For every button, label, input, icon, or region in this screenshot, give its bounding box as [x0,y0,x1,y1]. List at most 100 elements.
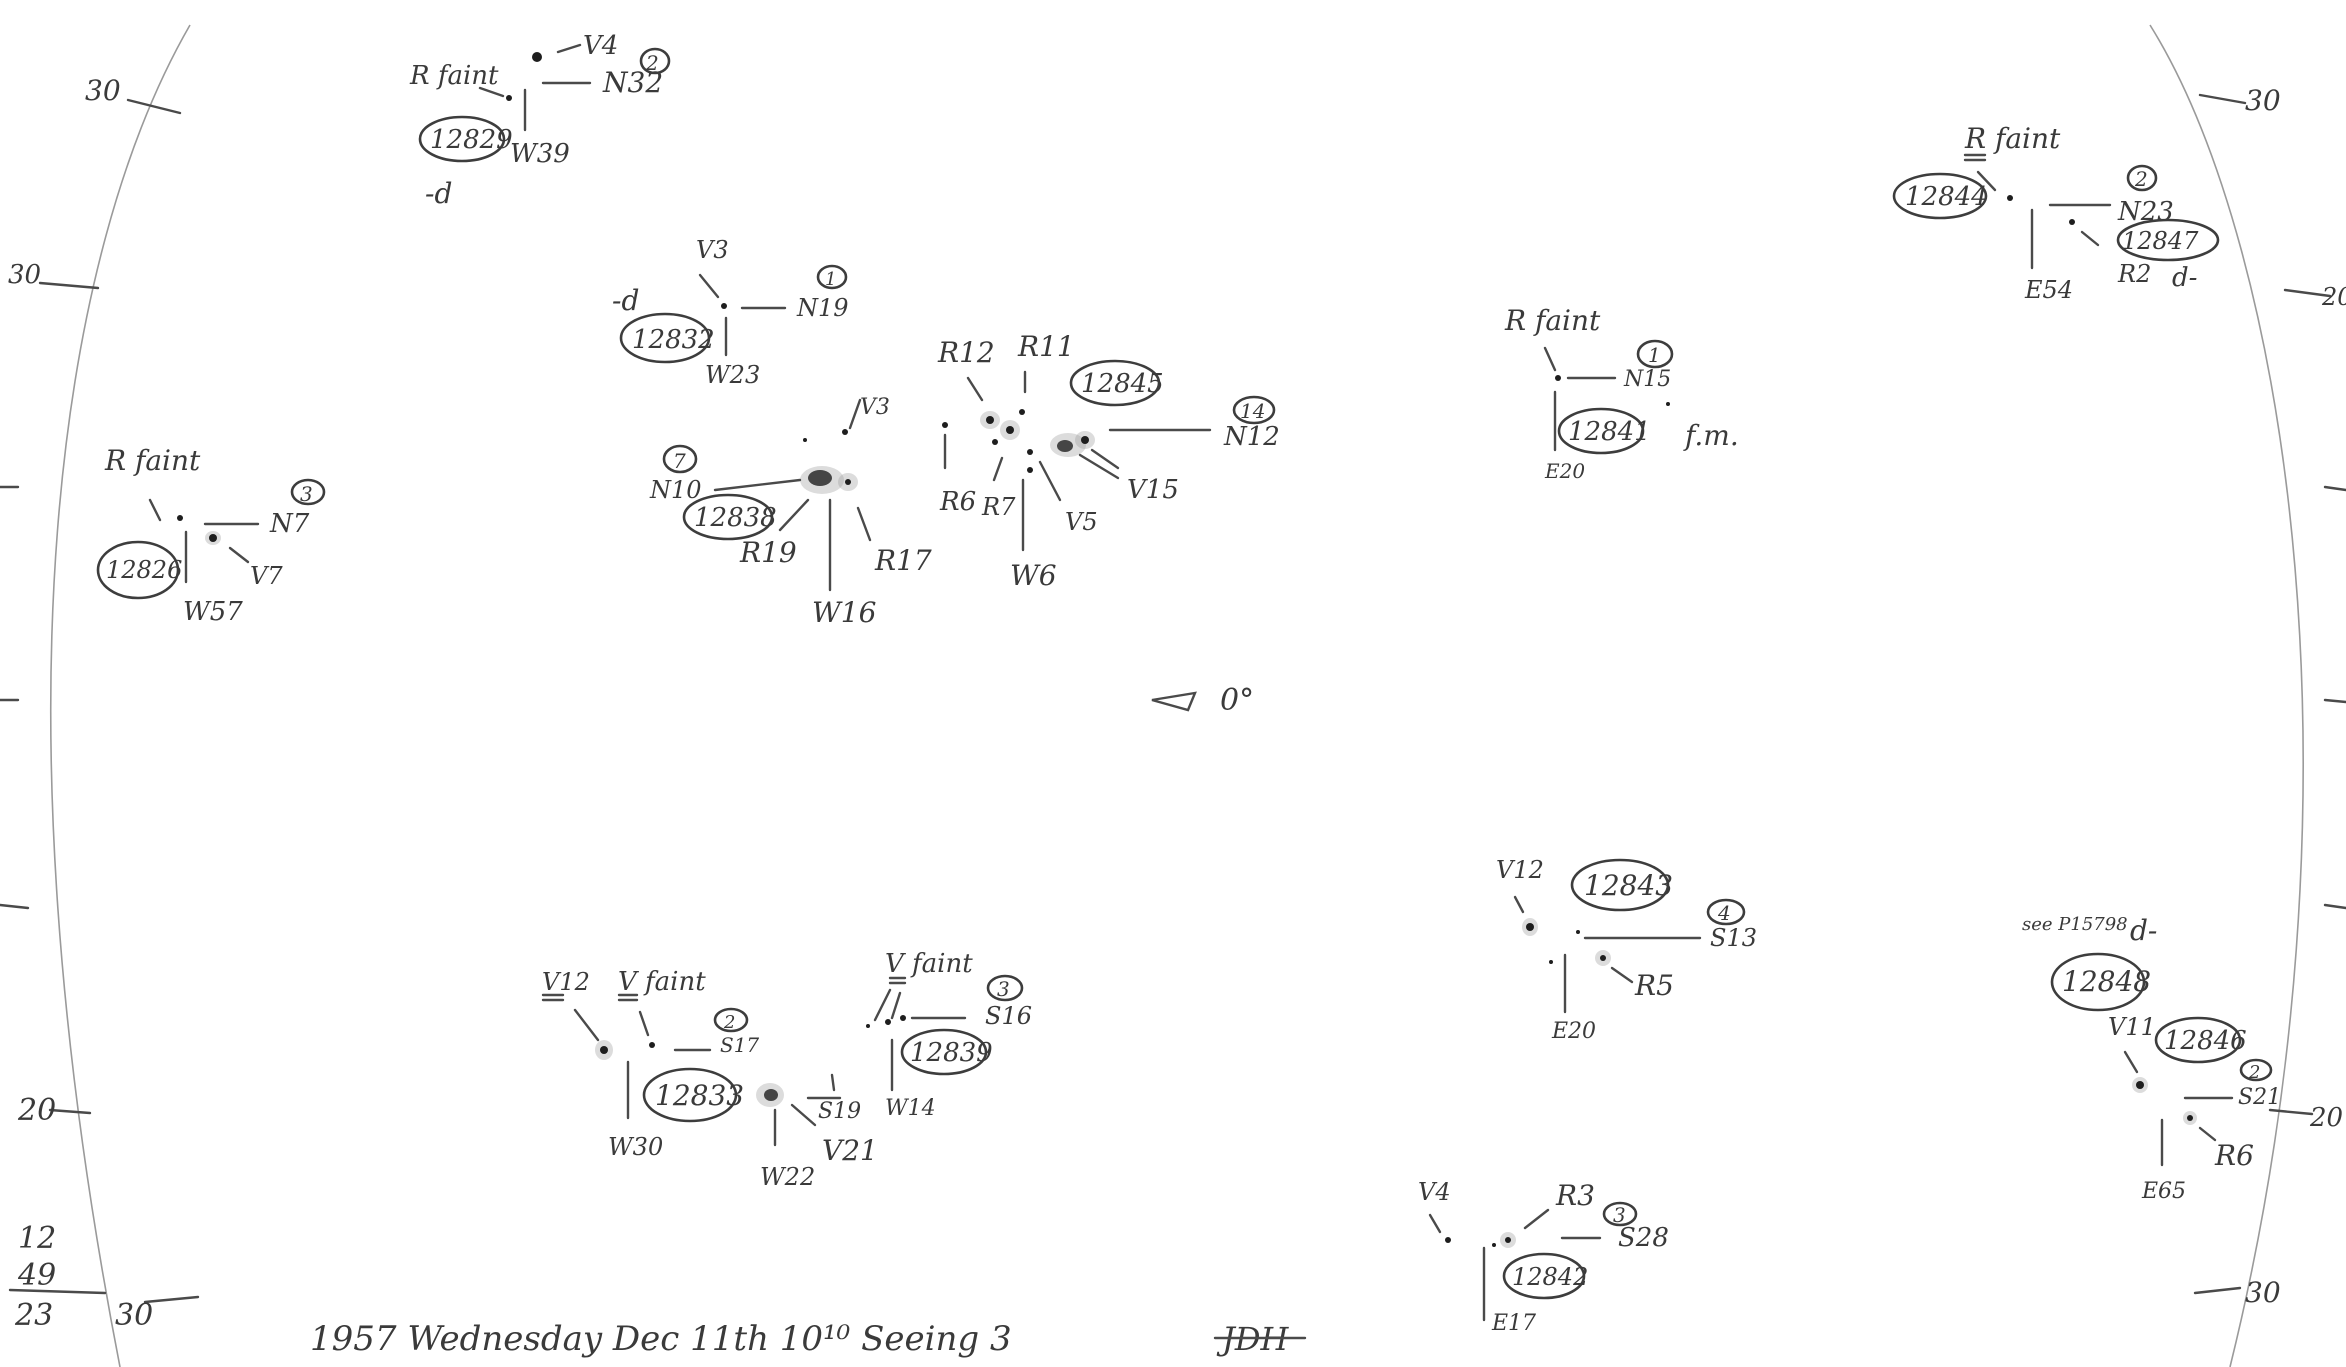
svg-text:R17: R17 [874,544,932,577]
svg-text:14: 14 [1240,399,1265,423]
svg-text:W16: W16 [812,596,876,629]
group-id: 12838 [694,503,777,533]
svg-text:R faint: R faint [1504,304,1601,337]
tick-label-30: 30 [2245,1276,2281,1309]
svg-text:V5: V5 [1065,508,1098,536]
svg-text:d-: d- [2130,914,2157,947]
margin-ticks: 30 30 20 30 30 20 20 30 [0,74,2346,1333]
svg-text:R faint: R faint [409,61,499,91]
svg-text:N7: N7 [269,509,310,539]
svg-text:2: 2 [645,51,659,75]
svg-text:E65: E65 [2141,1179,2186,1204]
svg-text:V15: V15 [1127,475,1179,505]
group-id: 12847 [2122,227,2199,255]
field-circle [49,24,2304,1367]
group-12832: V3 N19 1 12832 W23 -d [612,236,849,389]
svg-text:W39: W39 [510,139,570,169]
svg-text:N32: N32 [602,66,663,99]
tick-label-30: 30 [85,74,121,107]
svg-text:E20: E20 [1551,1019,1596,1044]
svg-text:R6: R6 [939,487,976,517]
group-12845: R12 R11 12845 14 N12 R6 R7 V5 V15 W6 [937,330,1280,592]
svg-text:V4: V4 [1418,1178,1451,1206]
group-id: 12843 [1584,869,1673,902]
svg-text:N10: N10 [649,476,702,504]
center-marker: 0° [1151,683,1254,718]
group-id: 12833 [655,1079,744,1112]
svg-text:R faint: R faint [1964,122,2061,155]
svg-text:R7: R7 [981,493,1016,521]
corner-sum: 12 49 23 [8,1221,107,1333]
svg-text:V7: V7 [250,562,283,590]
svg-text:R6: R6 [2214,1139,2254,1172]
svg-text:V3: V3 [860,395,890,420]
group-id: 12841 [1568,417,1651,447]
group-id: 12839 [910,1038,993,1068]
svg-text:3: 3 [300,482,313,506]
svg-text:N12: N12 [1223,422,1280,452]
svg-text:3: 3 [997,977,1010,1001]
svg-text:V4: V4 [583,31,618,61]
svg-text:d-: d- [2172,263,2197,293]
svg-text:V faint: V faint [618,967,706,997]
svg-text:f.m.: f.m. [1683,419,1739,452]
svg-text:12: 12 [18,1221,56,1256]
tick-label-30: 30 [8,260,41,290]
footer: 1957 Wednesday Dec 11th 10¹⁰ Seeing 3 JD… [310,1319,1307,1359]
svg-text:R5: R5 [1634,969,1674,1002]
footer-text: 1957 Wednesday Dec 11th 10¹⁰ Seeing 3 [310,1319,1012,1359]
tick-label-30: 30 [2245,84,2281,117]
group-12841: R faint 1 N15 12841 E20 f.m. [1504,304,1739,483]
svg-text:23: 23 [14,1298,53,1333]
svg-text:S28: S28 [1618,1223,1669,1253]
svg-text:V12: V12 [1496,856,1544,884]
group-id: 12826 [106,556,182,584]
tick-label-20: 20 [2309,1103,2343,1133]
group-12826: R faint 3 N7 V7 12826 W57 [96,444,326,627]
svg-text:N19: N19 [796,294,849,322]
group-id: 12848 [2062,965,2151,998]
group-12842: V4 R3 3 S28 12842 E17 [1418,1178,1669,1336]
svg-text:-d: -d [425,177,452,210]
svg-text:V3: V3 [696,236,729,264]
svg-text:N15: N15 [1623,367,1671,392]
svg-text:W22: W22 [760,1163,815,1191]
group-id: 12832 [632,325,715,355]
group-id: 12844 [1905,182,1988,212]
svg-text:4: 4 [1717,901,1731,925]
svg-text:R12: R12 [937,336,995,369]
svg-text:V21: V21 [822,1134,878,1167]
svg-text:see P15798: see P15798 [2022,914,2128,935]
svg-text:W6: W6 [1010,559,1057,592]
tick-label-20: 20 [17,1093,56,1128]
svg-text:2: 2 [2248,1062,2260,1083]
svg-text:W57: W57 [183,597,243,627]
svg-text:S19: S19 [818,1099,861,1124]
group-id: 12845 [1081,369,1164,399]
svg-text:2: 2 [723,1012,735,1033]
svg-text:1: 1 [825,269,836,290]
svg-text:7: 7 [673,449,686,473]
svg-text:R2: R2 [2117,260,2151,288]
group-12847: 12847 R2 d- [2069,218,2220,293]
svg-text:R3: R3 [1555,1179,1595,1212]
group-id: 12842 [1512,1263,1588,1291]
svg-text:S17: S17 [720,1033,759,1057]
svg-text:49: 49 [17,1258,56,1293]
svg-text:S16: S16 [985,1002,1032,1030]
group-12848: see P15798 d- 12848 [2022,914,2157,1012]
group-id: 12829 [430,125,513,155]
svg-text:0°: 0° [1220,683,1254,718]
svg-text:E17: E17 [1491,1311,1536,1336]
svg-text:R11: R11 [1017,330,1075,363]
group-12846: V11 12846 2 S21 R6 E65 [2108,1013,2281,1204]
svg-text:R19: R19 [739,536,797,569]
group-12839: V faint 3 S16 12839 W14 [866,949,1032,1121]
svg-text:V12: V12 [542,968,590,996]
svg-text:V11: V11 [2108,1013,2156,1041]
svg-text:V faint: V faint [885,949,973,979]
svg-text:W14: W14 [885,1096,936,1121]
group-12843: V12 12843 4 S13 R5 E20 [1496,856,1757,1044]
svg-text:W23: W23 [705,361,760,389]
